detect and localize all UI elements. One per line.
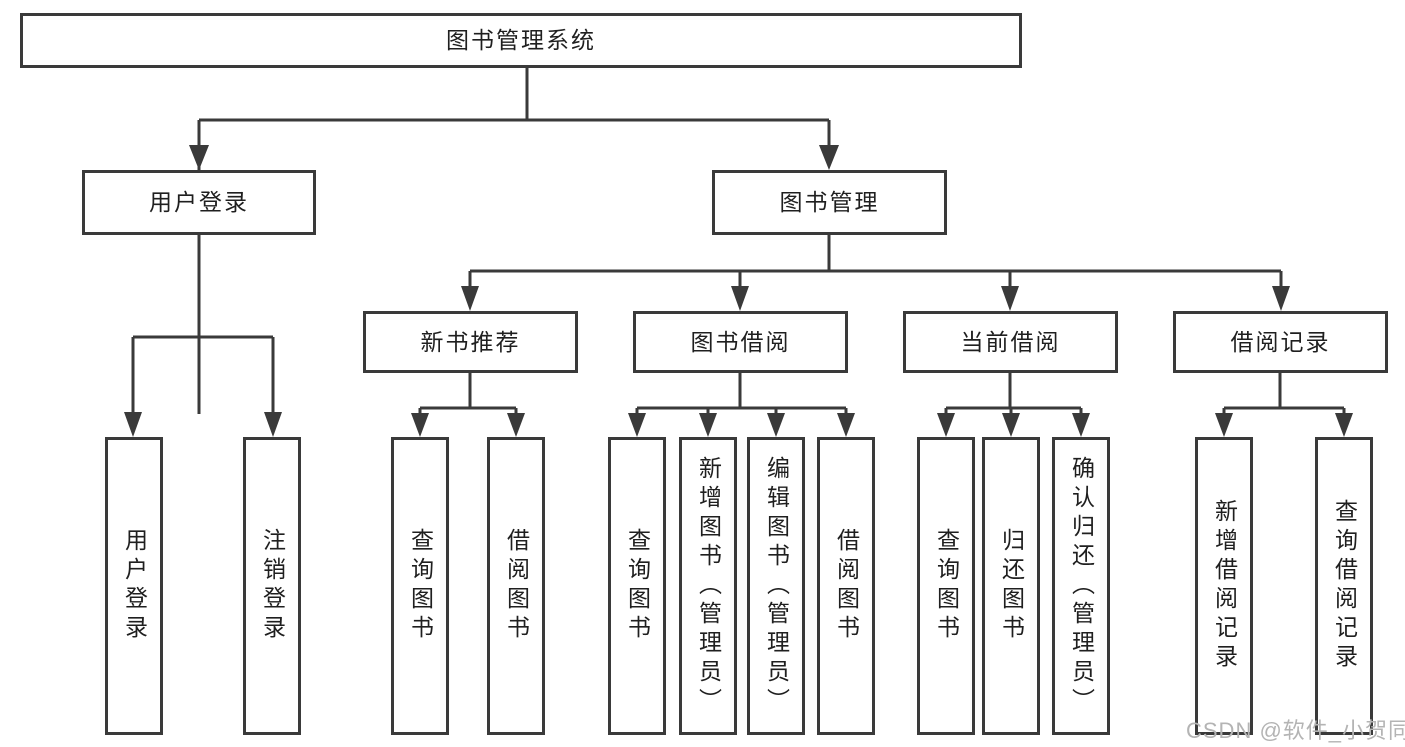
node-book-management: 图书管理	[712, 170, 947, 235]
node-borrow-records: 借阅记录	[1173, 311, 1388, 373]
node-current-borrow: 当前借阅	[903, 311, 1118, 373]
leaf-query-books-recommend: 查询图书	[391, 437, 449, 735]
leaf-borrow-books-recommend: 借阅图书	[487, 437, 545, 735]
csdn-watermark: CSDN @软件_小贺同学	[1186, 718, 1405, 743]
edge-book-borrow-split	[628, 373, 855, 437]
node-root-system: 图书管理系统	[20, 13, 1022, 68]
edge-borrow-records-split	[1215, 373, 1353, 437]
leaf-confirm-return-admin: 确认归还（管理员）	[1052, 437, 1110, 735]
leaf-add-books-admin: 新增图书（管理员）	[679, 437, 737, 735]
leaf-logout: 注销登录	[243, 437, 301, 735]
edge-book-mgmt-split	[461, 235, 1290, 311]
leaf-edit-books-admin: 编辑图书（管理员）	[747, 437, 805, 735]
edge-user-login-split	[124, 235, 282, 437]
edge-current-borrow-split	[937, 373, 1090, 437]
leaf-query-borrow-record: 查询借阅记录	[1315, 437, 1373, 735]
leaf-borrow-books: 借阅图书	[817, 437, 875, 735]
leaf-query-books-borrow: 查询图书	[608, 437, 666, 735]
edge-root-to-level2	[189, 68, 839, 414]
node-new-book-recommend: 新书推荐	[363, 311, 578, 373]
leaf-return-books: 归还图书	[982, 437, 1040, 735]
leaf-user-login: 用户登录	[105, 437, 163, 735]
leaf-add-borrow-record: 新增借阅记录	[1195, 437, 1253, 735]
leaf-query-books-current: 查询图书	[917, 437, 975, 735]
edge-new-book-split	[411, 373, 525, 437]
node-user-login: 用户登录	[82, 170, 316, 235]
node-book-borrow: 图书借阅	[633, 311, 848, 373]
